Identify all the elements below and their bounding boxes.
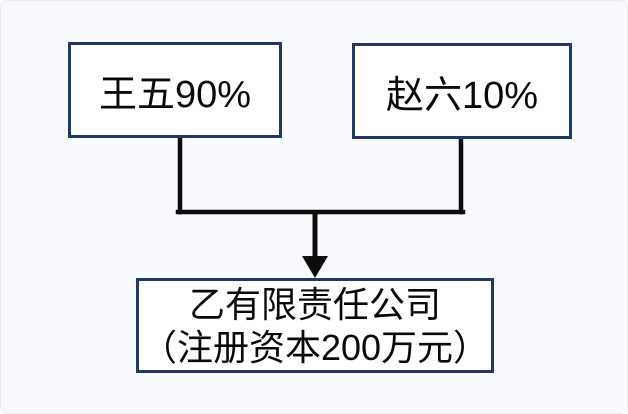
company-box: 乙有限责任公司 （注册资本200万元）	[136, 278, 494, 373]
company-name: 乙有限责任公司	[188, 283, 441, 325]
shareholder-box-wangwu: 王五90%	[68, 42, 282, 138]
down-arrow-icon	[302, 256, 328, 278]
shareholder-label: 王五90%	[98, 73, 252, 116]
shareholder-box-zhaoliu: 赵六10%	[352, 43, 572, 139]
company-registered-capital: （注册资本200万元）	[140, 326, 490, 368]
shareholder-label: 赵六10%	[385, 74, 539, 117]
